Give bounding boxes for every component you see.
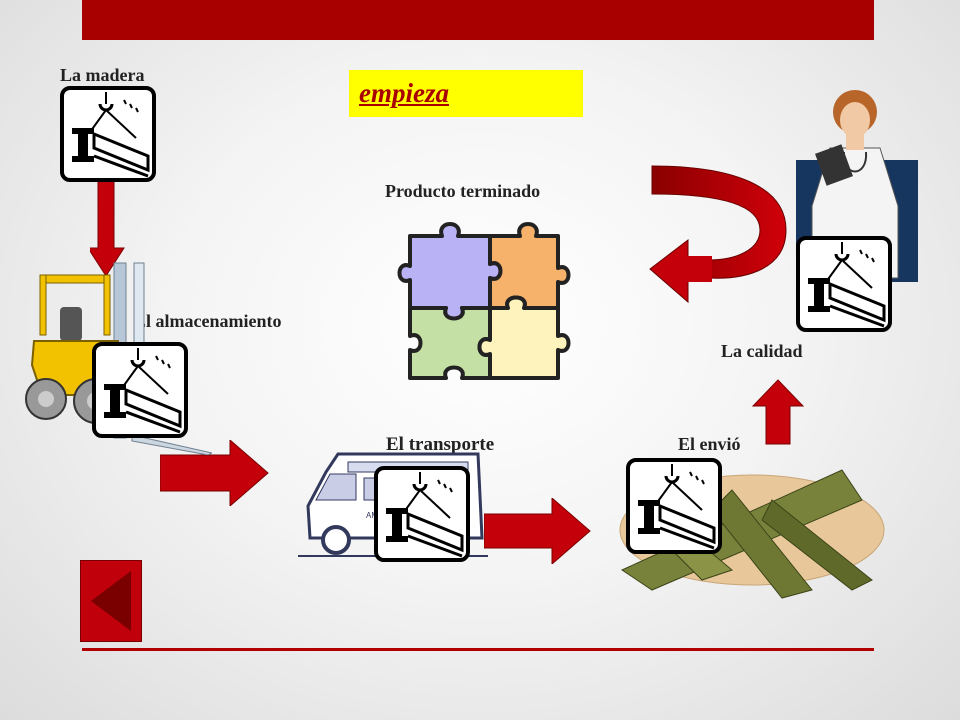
stage-label-producto: Producto terminado bbox=[385, 181, 541, 201]
crane-beam-icon[interactable] bbox=[60, 86, 156, 182]
arrow-right-icon bbox=[160, 440, 269, 506]
stage-label-madera: La madera bbox=[60, 65, 145, 85]
puzzle-icon bbox=[397, 222, 571, 380]
crane-beam-icon[interactable] bbox=[796, 236, 892, 332]
start-link[interactable]: empieza bbox=[359, 78, 449, 108]
stage-label-calidad: La calidad bbox=[721, 341, 803, 361]
arrow-up-icon bbox=[751, 379, 805, 445]
stage-label-transporte: El transporte bbox=[386, 434, 495, 455]
bottom-divider bbox=[82, 648, 874, 651]
arrow-right-icon bbox=[484, 498, 591, 564]
curved-arrow-icon bbox=[649, 165, 787, 304]
crane-beam-icon[interactable] bbox=[626, 458, 722, 554]
back-button[interactable] bbox=[80, 560, 142, 642]
stage-label-almacenamiento: El almacenamiento bbox=[134, 311, 282, 331]
crane-beam-icon[interactable] bbox=[374, 466, 470, 562]
top-bar bbox=[82, 0, 874, 40]
back-arrow-icon bbox=[91, 571, 131, 631]
stage-label-envio: El envió bbox=[678, 434, 741, 454]
crane-beam-icon[interactable] bbox=[92, 342, 188, 438]
start-box[interactable]: empieza bbox=[349, 70, 583, 117]
